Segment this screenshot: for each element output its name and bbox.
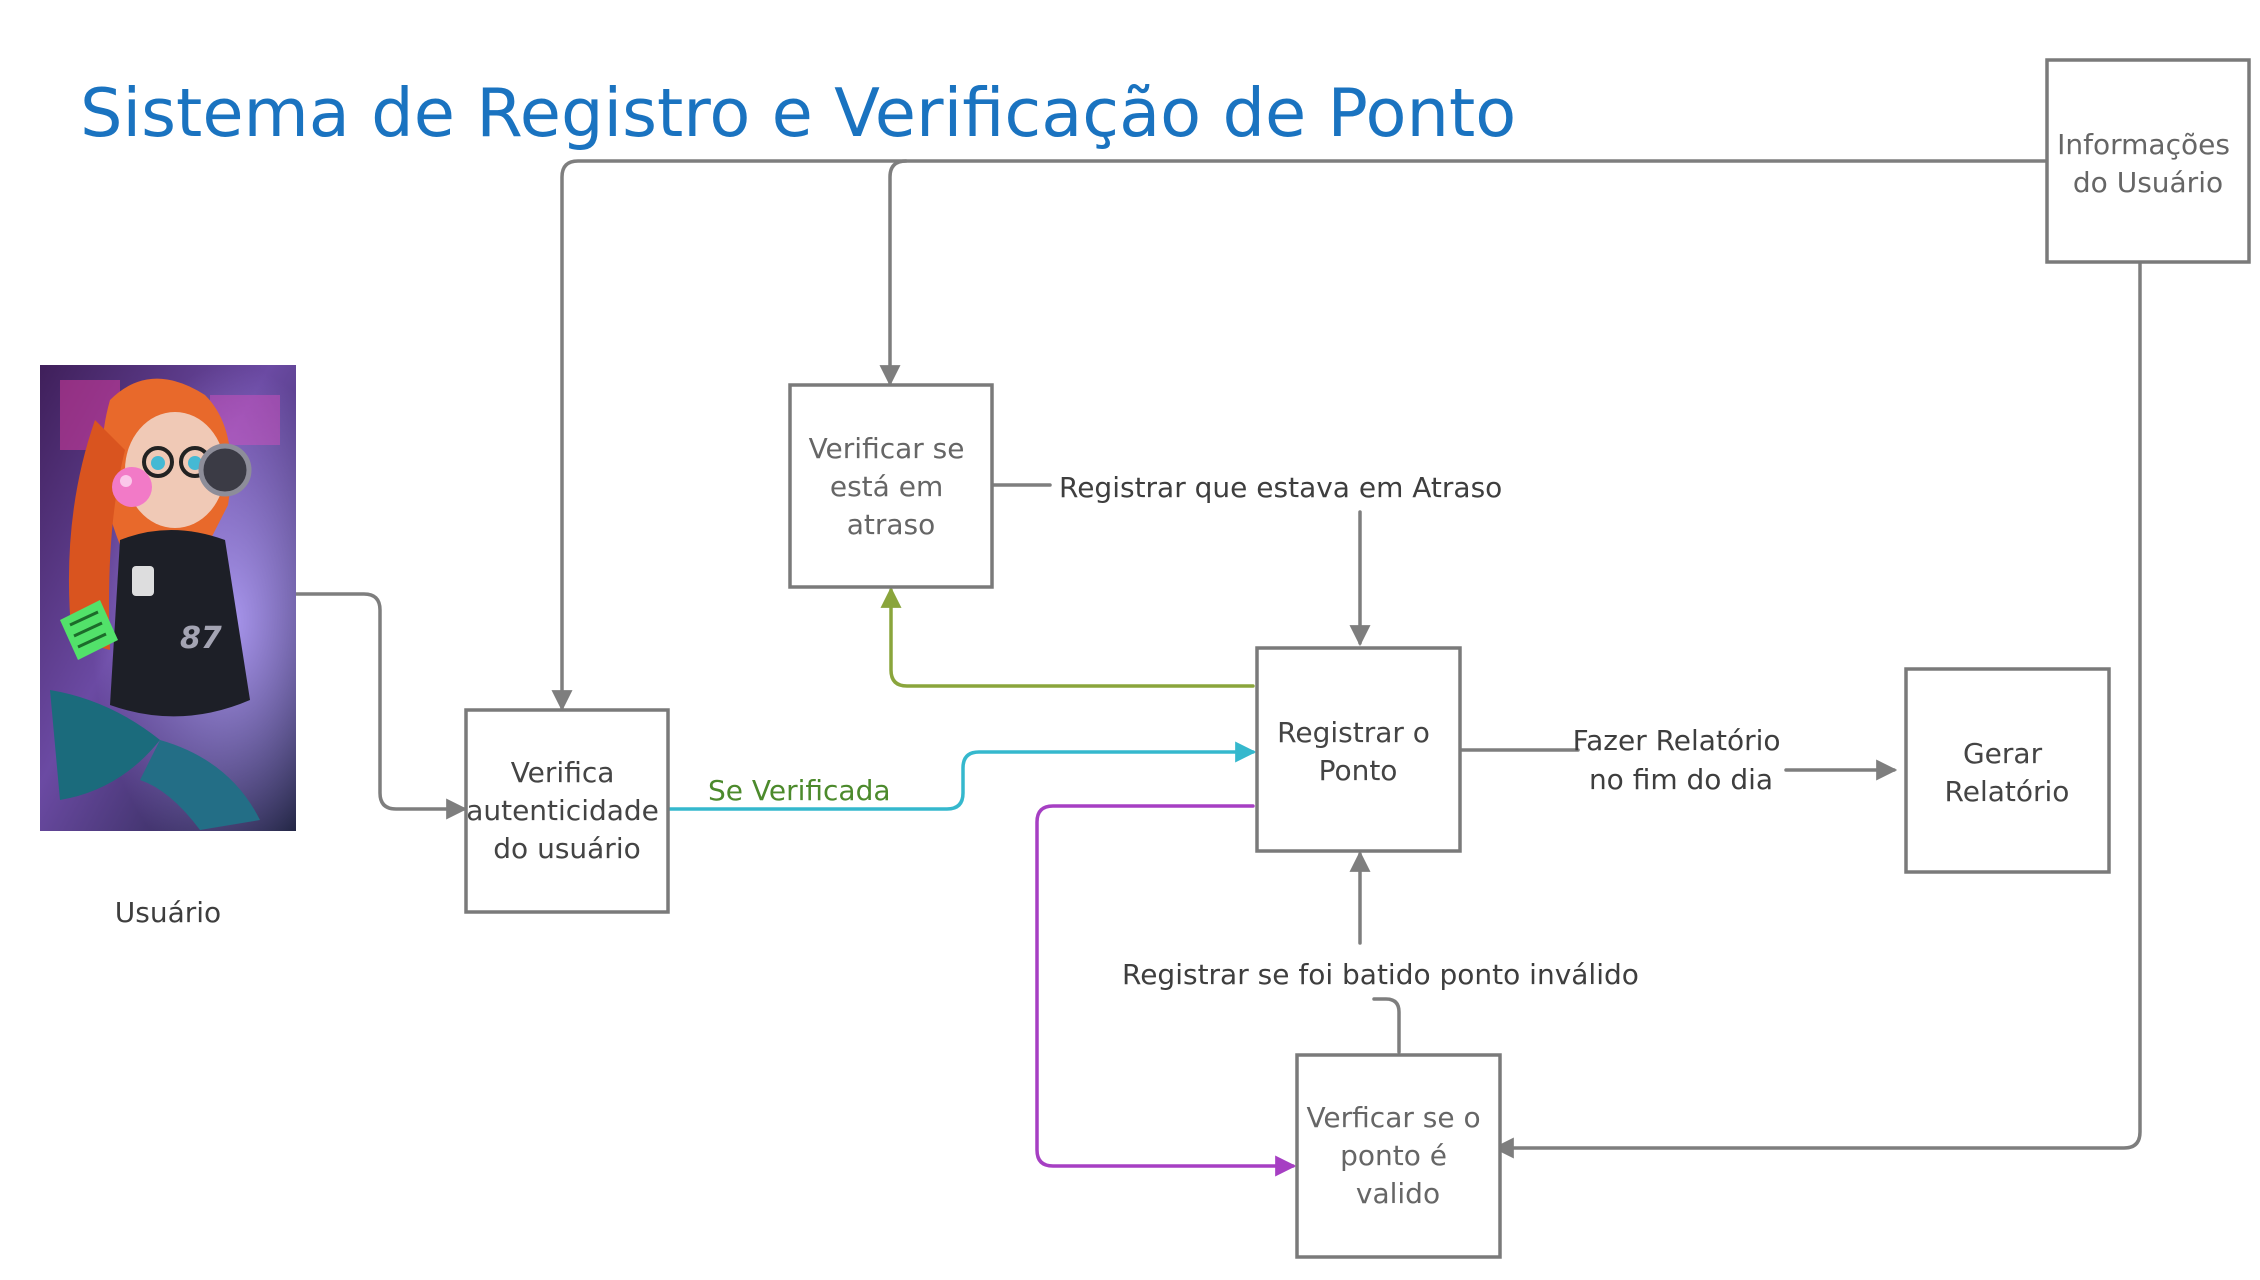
edge-label-verified: Se Verificada <box>708 774 891 807</box>
edge-label-report-line: Fazer Relatório <box>1573 724 1781 757</box>
svg-text:Verificar se está em: Verificar se está em atraso <box>809 432 974 541</box>
svg-text:Informações do Usuário: Informações do Usuário <box>2057 128 2239 199</box>
node-text: Verifica <box>511 756 615 789</box>
node-text: está em <box>830 470 943 503</box>
edge-userinfo-to-verify-auth <box>551 159 2047 712</box>
edge-userinfo-to-check-valid <box>1492 262 2142 1159</box>
user-label: Usuário <box>115 896 221 929</box>
svg-text:87: 87 <box>180 621 222 656</box>
node-text: Registrar o <box>1277 716 1430 749</box>
node-text: do usuário <box>493 832 640 865</box>
node-user-info[interactable]: Informações do Usuário <box>2045 58 2251 264</box>
edge-userinfo-to-check-late <box>879 159 908 387</box>
edge-label-report: Fazer Relatório no fim do dia <box>1573 724 1790 796</box>
node-report[interactable]: Gerar Relatório <box>1904 667 2111 874</box>
node-register[interactable]: Registrar o Ponto <box>1255 646 1462 853</box>
user-avatar: 87 <box>40 365 296 831</box>
edge-label-late: Registrar que estava em Atraso <box>1059 471 1502 504</box>
page-title: Sistema de Registro e Verificação de Pon… <box>80 74 1516 152</box>
edge-label-invalid: Registrar se foi batido ponto inválido <box>1122 958 1639 991</box>
edge-label-report-line: no fim do dia <box>1589 763 1773 796</box>
svg-text:Verifica autenticidade: Verifica autenticidade do usuário <box>466 756 668 865</box>
edge-verified-to-register <box>666 741 1257 811</box>
node-text: do Usuário <box>2073 166 2223 199</box>
svg-text:Verficar se o ponto é: Verficar se o ponto é valido <box>1306 1101 1489 1210</box>
node-text: Ponto <box>1319 754 1398 787</box>
node-text: valido <box>1356 1177 1440 1210</box>
node-text: ponto é <box>1340 1139 1447 1172</box>
node-check-late[interactable]: Verificar se está em atraso <box>788 383 994 589</box>
node-text: Gerar <box>1963 737 2043 770</box>
node-check-valid[interactable]: Verficar se o ponto é valido <box>1295 1053 1502 1259</box>
node-text: Informações <box>2057 128 2230 161</box>
node-verify-auth[interactable]: Verifica autenticidade do usuário <box>464 708 670 914</box>
node-text: Relatório <box>1945 775 2070 808</box>
svg-text:Registrar o Ponto: Registrar o Ponto <box>1277 716 1439 787</box>
node-text: Verificar se <box>809 432 965 465</box>
node-text: Verficar se o <box>1306 1101 1480 1134</box>
edge-register-to-check-late <box>880 586 1255 688</box>
svg-text:Gerar Relatório: Gerar Relatório <box>1945 737 2070 808</box>
edge-user-to-verify-auth <box>294 592 468 820</box>
node-text: atraso <box>847 508 936 541</box>
edge-register-to-check-valid <box>1035 804 1297 1177</box>
edge-valid-to-register <box>1372 997 1401 1054</box>
node-text: autenticidade <box>466 794 659 827</box>
